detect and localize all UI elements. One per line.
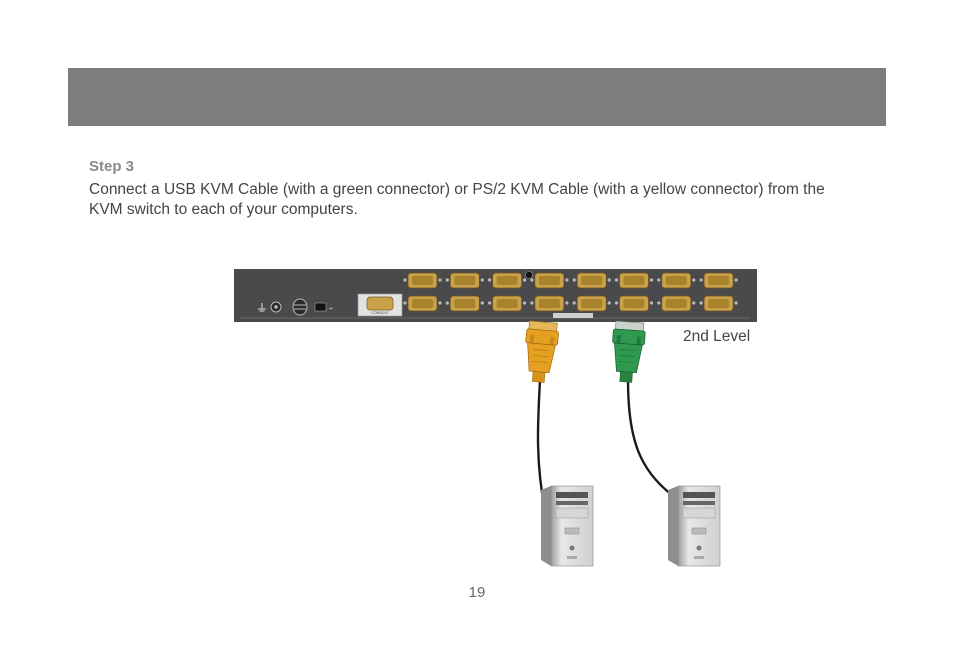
computer-tower-1 <box>541 485 594 567</box>
ground-icon <box>258 303 266 312</box>
kvm-cpu-port <box>530 272 569 289</box>
kvm-cpu-port <box>657 272 696 289</box>
status-led <box>525 271 533 279</box>
kvm-cpu-port <box>403 295 442 312</box>
kvm-cpu-port <box>614 295 654 312</box>
usb-cable <box>626 379 673 496</box>
kvm-cpu-port <box>488 295 527 312</box>
kvm-ports <box>403 272 738 312</box>
kvm-cpu-port <box>445 272 484 289</box>
computer-tower-2 <box>668 485 721 567</box>
usb-connector <box>612 320 646 383</box>
power-jack-icon <box>270 301 282 313</box>
kvm-switch: ▪▪ CONSOLE <box>234 269 757 322</box>
rs232-port: ▪▪ <box>314 302 333 312</box>
kvm-cpu-port <box>530 295 569 312</box>
step-title: Step 3 <box>89 158 135 175</box>
kvm-cpu-port <box>657 295 696 312</box>
kvm-cpu-port <box>699 272 738 289</box>
console-label: CONSOLE <box>371 311 389 315</box>
ps2-connector <box>525 320 559 383</box>
kvm-cpu-port <box>572 295 611 312</box>
upgrade-label-box <box>553 313 593 318</box>
kvm-cpu-port <box>614 272 654 289</box>
page-number: 19 <box>468 584 486 601</box>
kvm-cpu-port <box>488 272 527 289</box>
kvm-cpu-port <box>572 272 611 289</box>
svg-text:▪▪: ▪▪ <box>329 306 333 312</box>
power-switch-icon <box>292 298 308 316</box>
step-instructions: Connect a USB KVM Cable (with a green co… <box>89 181 825 218</box>
kvm-cpu-port <box>699 295 738 312</box>
kvm-cpu-port <box>445 295 484 312</box>
header-bar <box>68 68 886 126</box>
level-label: 2nd Level <box>683 328 751 345</box>
kvm-cpu-port <box>403 272 442 289</box>
console-port: CONSOLE <box>357 293 403 317</box>
